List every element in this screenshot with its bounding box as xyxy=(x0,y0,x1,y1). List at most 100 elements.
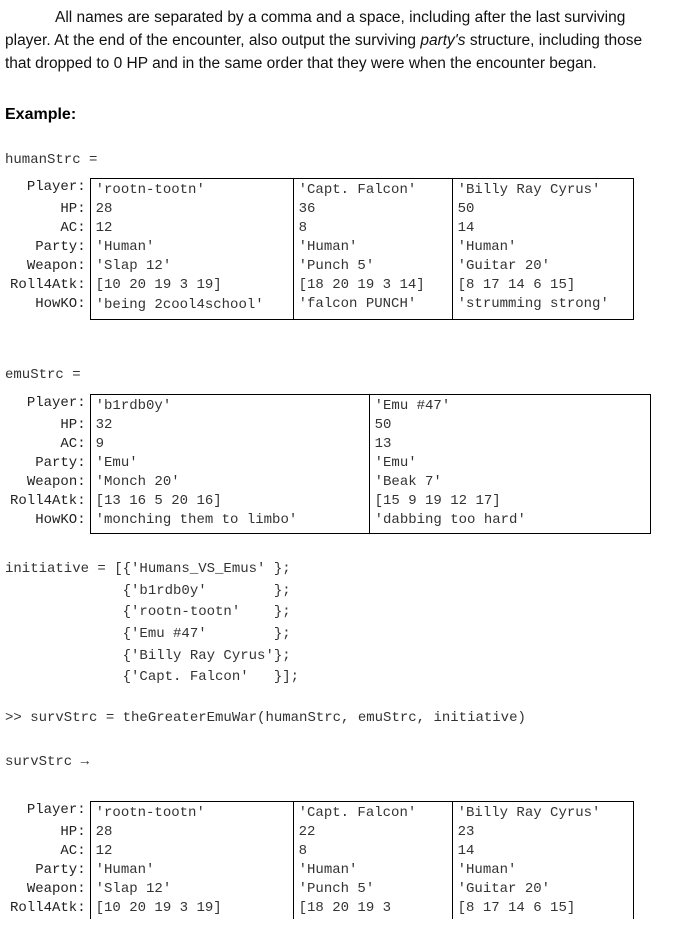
cell: 'Human' xyxy=(292,239,453,258)
cell: 'monching them to limbo' xyxy=(89,512,370,534)
table-row: AC: 9 13 xyxy=(5,436,651,455)
intro-text-after: structure, including those that dropped … xyxy=(5,32,643,72)
cell: 'Emu' xyxy=(368,455,651,474)
cell: 50 xyxy=(368,417,651,436)
cell: 'Human' xyxy=(292,862,453,881)
initiative-line: initiative = [{'Humans_VS_Emus' }; xyxy=(5,561,291,577)
field-label: Roll4Atk: xyxy=(10,277,86,293)
cell: 'Capt. Falcon' xyxy=(292,178,453,201)
cell: [13 16 5 20 16] xyxy=(89,493,370,512)
field-label: Roll4Atk: xyxy=(10,493,86,509)
field-label: Weapon: xyxy=(26,881,86,897)
cell: 14 xyxy=(451,220,634,239)
cell: 14 xyxy=(451,843,634,862)
cell: 'rootn-tootn' xyxy=(89,178,294,201)
cell: [10 20 19 3 19] xyxy=(89,277,294,296)
field-label: AC: xyxy=(60,220,86,236)
table-row: AC: 12 8 14 xyxy=(5,843,634,862)
cell: 50 xyxy=(451,201,634,220)
cell: 'Human' xyxy=(451,862,634,881)
intro-paragraph: All names are separated by a comma and a… xyxy=(5,6,665,75)
cell: 28 xyxy=(89,824,294,843)
table-row: HowKO: 'monching them to limbo' 'dabbing… xyxy=(5,512,651,534)
table-row: Party: 'Human' 'Human' 'Human' xyxy=(5,239,634,258)
human-struct-assignment: humanStrc = xyxy=(5,152,98,168)
cell: 'Monch 20' xyxy=(89,474,370,493)
table-row: Player: 'rootn-tootn' 'Capt. Falcon' 'Bi… xyxy=(5,178,634,201)
field-label: HowKO: xyxy=(35,512,86,528)
table-row: Weapon: 'Slap 12' 'Punch 5' 'Guitar 20' xyxy=(5,881,634,900)
table-row: Roll4Atk: [10 20 19 3 19] [18 20 19 3 14… xyxy=(5,277,634,296)
table-row: Player: 'rootn-tootn' 'Capt. Falcon' 'Bi… xyxy=(5,801,634,824)
initiative-line: {'rootn-tootn' }; xyxy=(5,604,291,620)
table-row: Party: 'Emu' 'Emu' xyxy=(5,455,651,474)
cell: 9 xyxy=(89,436,370,455)
cell: 'strumming strong' xyxy=(451,296,634,320)
cell: 'Beak 7' xyxy=(368,474,651,493)
field-label: Party: xyxy=(35,455,86,471)
cell: [8 17 14 6 15] xyxy=(451,900,634,919)
initiative-line: {'b1rdb0y' }; xyxy=(5,583,291,599)
cell: 'Guitar 20' xyxy=(451,258,634,277)
field-label: Weapon: xyxy=(26,258,86,274)
cell: 36 xyxy=(292,201,453,220)
table-row: Roll4Atk: [13 16 5 20 16] [15 9 19 12 17… xyxy=(5,493,651,512)
cell: 8 xyxy=(292,220,453,239)
function-call-line: >> survStrc = theGreaterEmuWar(humanStrc… xyxy=(5,710,526,726)
table-row: HP: 28 36 50 xyxy=(5,201,634,220)
table-row: HP: 28 22 23 xyxy=(5,824,634,843)
intro-text: All names are separated by a comma and a… xyxy=(5,9,626,49)
field-label: AC: xyxy=(60,436,86,452)
cell: 'Punch 5' xyxy=(292,881,453,900)
cell: 'Guitar 20' xyxy=(451,881,634,900)
cell: 'falcon PUNCH' xyxy=(292,296,453,320)
cell: 'Human' xyxy=(89,239,294,258)
table-row: HowKO: 'being 2cool4school' 'falcon PUNC… xyxy=(5,296,634,320)
field-label: Player: xyxy=(26,394,86,411)
cell: 'being 2cool4school' xyxy=(89,296,294,320)
field-label: Party: xyxy=(35,862,86,878)
table-row: Party: 'Human' 'Human' 'Human' xyxy=(5,862,634,881)
field-label: HP: xyxy=(60,201,86,217)
emu-struct-table: Player: 'b1rdb0y' 'Emu #47' HP: 32 50 AC… xyxy=(5,394,651,534)
cell: 'Emu #47' xyxy=(368,394,651,417)
cell: 'dabbing too hard' xyxy=(368,512,651,534)
table-row: Player: 'b1rdb0y' 'Emu #47' xyxy=(5,394,651,417)
cell: 23 xyxy=(451,824,634,843)
cell: 'rootn-tootn' xyxy=(89,801,294,824)
initiative-line: {'Billy Ray Cyrus'}; xyxy=(5,648,291,664)
surv-struct-table: Player: 'rootn-tootn' 'Capt. Falcon' 'Bi… xyxy=(5,801,634,919)
cell: 'Human' xyxy=(89,862,294,881)
cell: 'Billy Ray Cyrus' xyxy=(451,801,634,824)
table-row: Roll4Atk: [10 20 19 3 19] [18 20 19 3 [8… xyxy=(5,900,634,919)
emu-struct-assignment: emuStrc = xyxy=(5,367,81,383)
table-row: Weapon: 'Slap 12' 'Punch 5' 'Guitar 20' xyxy=(5,258,634,277)
cell: [15 9 19 12 17] xyxy=(368,493,651,512)
cell: 'Human' xyxy=(451,239,634,258)
cell: 'Emu' xyxy=(89,455,370,474)
field-label: Player: xyxy=(26,178,86,195)
initiative-line: {'Emu #47' }; xyxy=(5,626,291,642)
cell: 12 xyxy=(89,220,294,239)
cell: 'Billy Ray Cyrus' xyxy=(451,178,634,201)
field-label: AC: xyxy=(60,843,86,859)
cell: [10 20 19 3 19] xyxy=(89,900,294,919)
field-label: Weapon: xyxy=(26,474,86,490)
field-label: Party: xyxy=(35,239,86,255)
cell: 'Slap 12' xyxy=(89,258,294,277)
table-row: HP: 32 50 xyxy=(5,417,651,436)
initiative-line: {'Capt. Falcon' }]; xyxy=(5,669,300,685)
cell: 'Punch 5' xyxy=(292,258,453,277)
field-label: HP: xyxy=(60,824,86,840)
cell: 'b1rdb0y' xyxy=(89,394,370,417)
cell: 8 xyxy=(292,843,453,862)
cell: 'Slap 12' xyxy=(89,881,294,900)
cell: [18 20 19 3 14] xyxy=(292,277,453,296)
field-label: HowKO: xyxy=(35,296,86,312)
table-row: Weapon: 'Monch 20' 'Beak 7' xyxy=(5,474,651,493)
cell: 13 xyxy=(368,436,651,455)
cell: 22 xyxy=(292,824,453,843)
example-heading: Example: xyxy=(5,106,77,123)
cell: 'Capt. Falcon' xyxy=(292,801,453,824)
cell: [18 20 19 3 xyxy=(292,900,453,919)
